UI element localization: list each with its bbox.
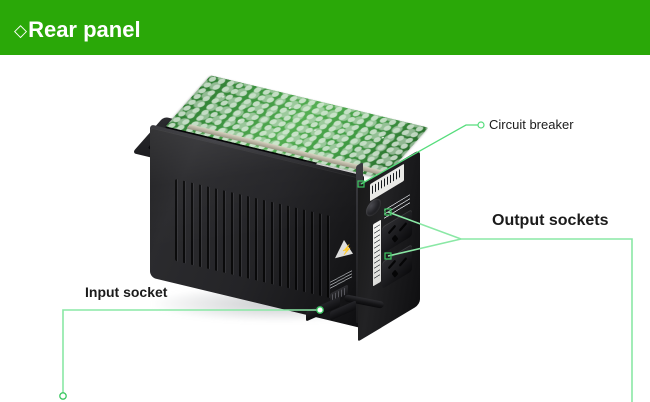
page-title: ◇Rear panel bbox=[14, 17, 141, 44]
side-label-strip bbox=[373, 219, 381, 287]
diamond-icon: ◇ bbox=[14, 21, 28, 40]
callout-label-input-socket: Input socket bbox=[85, 284, 168, 300]
product-image-ups: ⚡ bbox=[130, 75, 429, 342]
socket-slot bbox=[391, 269, 399, 278]
page-header-bar: ◇Rear panel bbox=[0, 0, 650, 55]
callout-label-circuit-breaker: Circuit breaker bbox=[489, 117, 574, 132]
socket-slot bbox=[387, 224, 397, 235]
leader-line-output-sockets bbox=[384, 208, 633, 402]
socket-slot bbox=[398, 256, 408, 267]
callout-label-output-sockets: Output sockets bbox=[492, 212, 609, 229]
socket-slot bbox=[391, 234, 399, 243]
socket-slot bbox=[387, 259, 397, 270]
socket-slot bbox=[398, 221, 408, 232]
page-title-text: Rear panel bbox=[28, 17, 141, 42]
